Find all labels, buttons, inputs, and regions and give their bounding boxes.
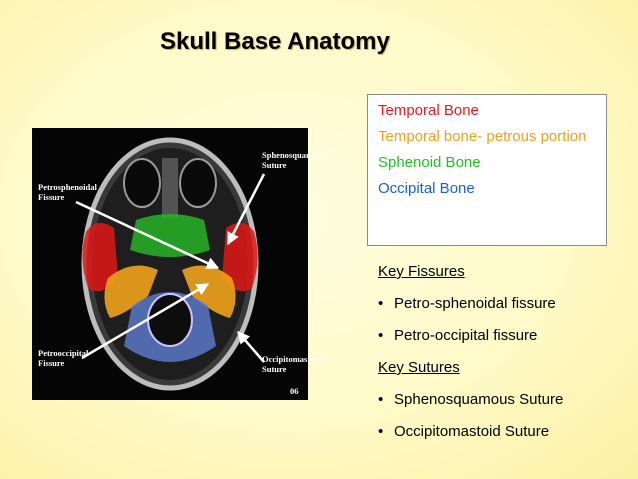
ct-scan-illustration <box>75 137 266 391</box>
bullet-dot: • <box>378 327 384 344</box>
bullet-dot: • <box>378 423 384 440</box>
key-sutures-heading: Key Sutures <box>378 359 460 376</box>
bullet-dot: • <box>378 391 384 408</box>
key-fissures-heading: Key Fissures <box>378 263 465 280</box>
legend-item-sphenoid-bone: Sphenoid Bone <box>378 154 481 171</box>
bullet-dot: • <box>378 295 384 312</box>
list-item: •Occipitomastoid Suture <box>378 423 550 440</box>
list-item: •Petro-occipital fissure <box>378 327 538 344</box>
legend-item-temporal-petrous: Temporal bone- petrous portion <box>378 128 587 145</box>
ct-skull-base-image: Petrosphenoidal Fissure Sphenosquamous S… <box>32 128 325 400</box>
label-petrosphenoidal-fissure: Petrosphenoidal Fissure <box>38 182 97 202</box>
legend-item-temporal-bone: Temporal Bone <box>378 102 479 119</box>
label-petrooccipital-fissure: Petrooccipital Fissure <box>38 348 89 368</box>
label-occipitomastoid-suture: Occipitomastoid Suture <box>262 354 322 374</box>
label-sphenosquamous-suture: Sphenosquamous Suture <box>262 150 326 170</box>
bone-color-legend: Temporal Bone Temporal bone- petrous por… <box>367 94 607 246</box>
list-item: •Sphenosquamous Suture <box>378 391 564 408</box>
image-number: 06 <box>290 386 299 396</box>
legend-item-occipital-bone: Occipital Bone <box>378 180 475 197</box>
key-structures-list: Key Fissures •Petro-sphenoidal fissure •… <box>378 262 628 454</box>
slide-title: Skull Base Anatomy <box>160 28 390 55</box>
list-item: •Petro-sphenoidal fissure <box>378 295 556 312</box>
